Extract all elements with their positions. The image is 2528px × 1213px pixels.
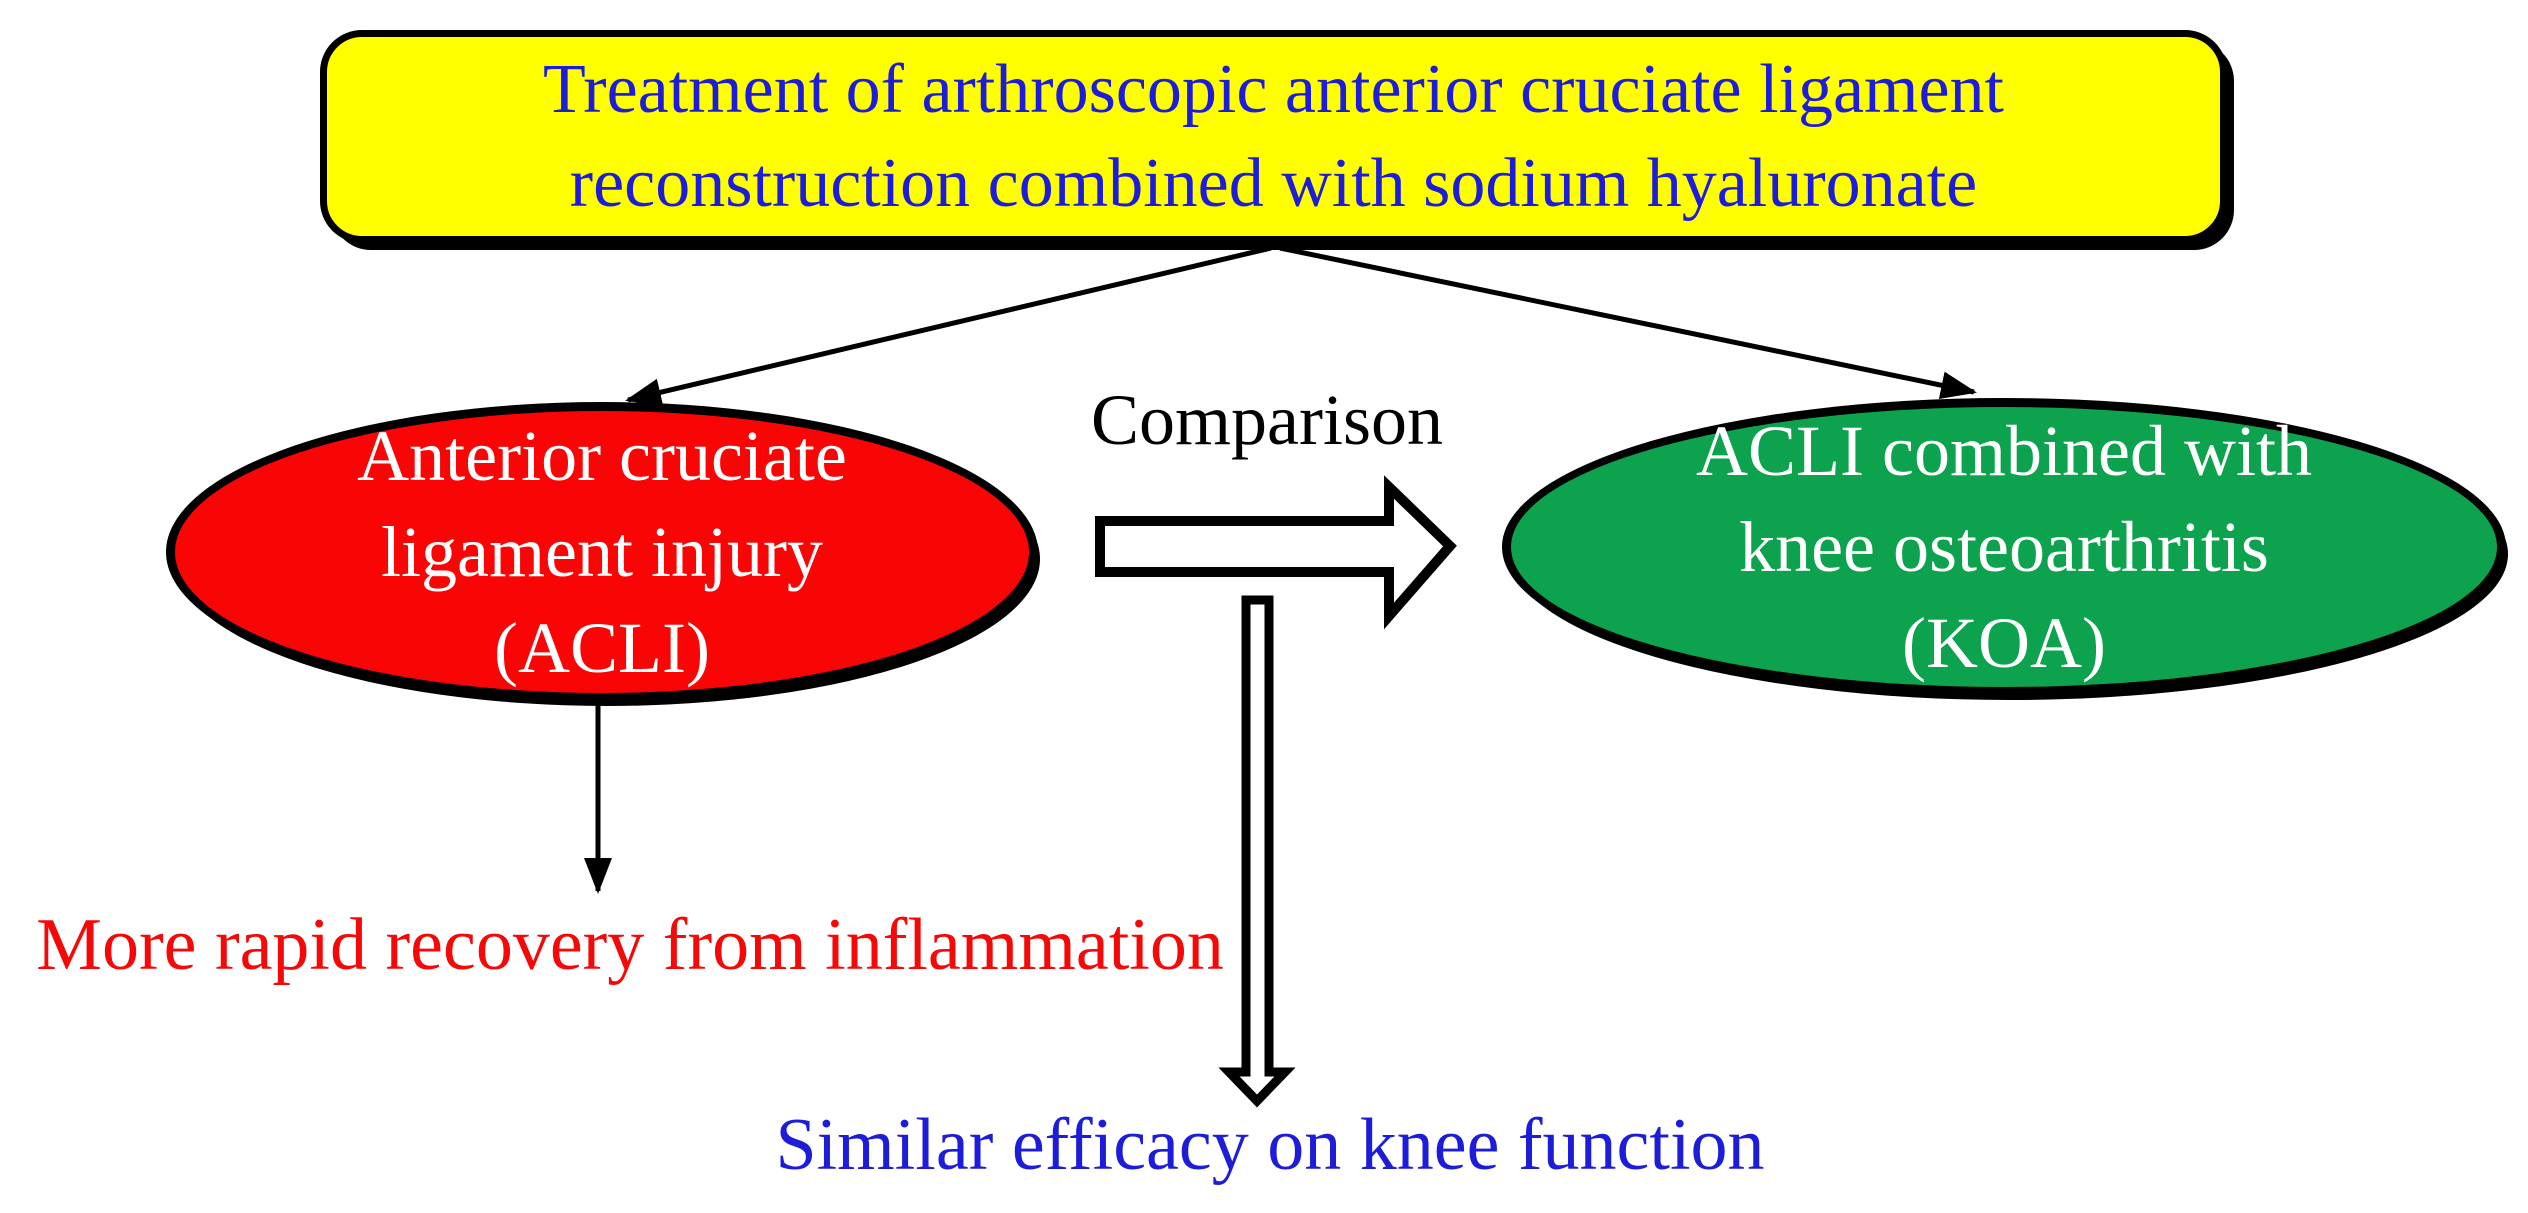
title-box: Treatment of arthroscopic anterior cruci…	[320, 30, 2227, 243]
koa-ellipse-line-1: ACLI combined with	[1696, 411, 2312, 491]
comparison-label: Comparison	[1091, 380, 1443, 460]
comparison-right-block-arrow-icon	[1095, 475, 1457, 630]
comparison-down-block-arrow-icon	[1218, 595, 1296, 1108]
left-outcome-text: More rapid recovery from inflammation	[36, 904, 1224, 986]
title-line-2: reconstruction combined with sodium hyal…	[569, 144, 1978, 222]
bottom-outcome-text: Similar efficacy on knee function	[775, 1104, 1765, 1186]
koa-ellipse-line-3: (KOA)	[1902, 603, 2106, 683]
acli-ellipse: Anterior cruciate ligament injury (ACLI)	[166, 402, 1038, 702]
acli-ellipse-line-1: Anterior cruciate	[357, 416, 847, 496]
koa-ellipse: ACLI combined with knee osteoarthritis (…	[1502, 398, 2506, 696]
acli-ellipse-line-3: (ACLI)	[494, 608, 710, 688]
connector-right-arrow-icon	[1279, 245, 1977, 400]
koa-ellipse-line-2: knee osteoarthritis	[1739, 507, 2269, 587]
title-line-1: Treatment of arthroscopic anterior cruci…	[542, 50, 2004, 128]
acli-ellipse-line-2: ligament injury	[381, 512, 823, 592]
connector-left-arrow-icon	[625, 245, 1272, 407]
